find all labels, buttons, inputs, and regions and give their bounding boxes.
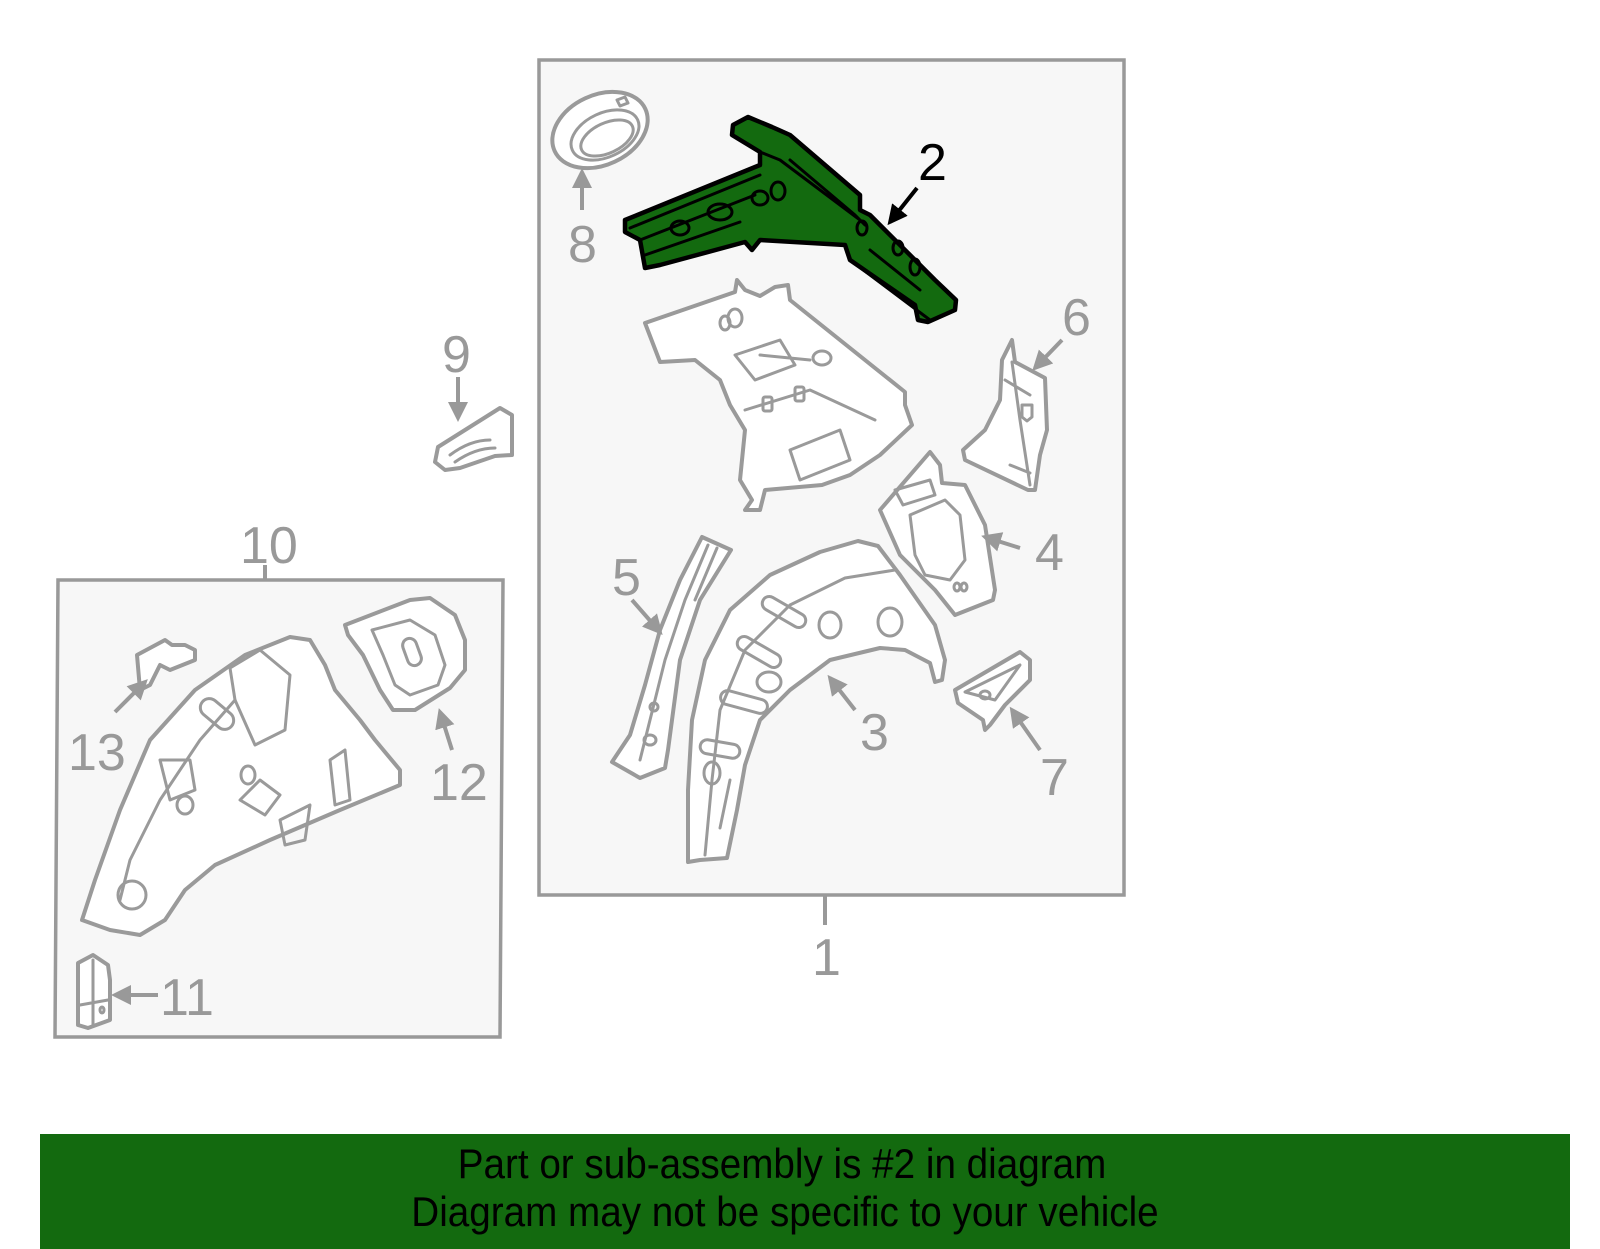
part-13-clip[interactable]: 13 [68, 638, 197, 782]
callout-1[interactable]: 1 [812, 929, 841, 987]
callout-9[interactable]: 9 [442, 326, 471, 384]
callout-4[interactable]: 4 [1035, 524, 1064, 582]
part-10-wheelhouse-inner[interactable] [80, 635, 402, 937]
callout-2[interactable]: 2 [918, 134, 947, 192]
callout-7[interactable]: 7 [1040, 749, 1069, 807]
part-12-bracket[interactable]: 12 [343, 596, 488, 812]
callout-12[interactable]: 12 [430, 754, 488, 812]
banner-disclaimer-text: Diagram may not be specific to your vehi… [411, 1188, 1159, 1235]
info-banner: Part or sub-assembly is #2 in diagram Di… [40, 1134, 1570, 1249]
part-9-block[interactable]: 9 [433, 326, 514, 472]
callout-3[interactable]: 3 [860, 704, 889, 762]
part-5-pillar[interactable]: 5 [610, 535, 733, 780]
part-6-bracket[interactable]: 6 [961, 289, 1091, 492]
part-3-wheelhouse-outer[interactable]: 3 [686, 539, 947, 864]
callout-13[interactable]: 13 [68, 724, 126, 782]
callout-5[interactable]: 5 [612, 549, 641, 607]
part-2-rail-highlighted[interactable]: 2 [622, 114, 959, 325]
callout-8[interactable]: 8 [568, 216, 597, 274]
banner-part-text: Part or sub-assembly is #2 in diagram [457, 1140, 1107, 1187]
callout-11[interactable]: 11 [160, 969, 214, 1027]
callout-10[interactable]: 10 [240, 517, 298, 575]
part-8-grommet[interactable]: 8 [540, 77, 660, 274]
part-inner-panel-upper[interactable] [643, 278, 914, 512]
part-4-panel[interactable]: 4 [878, 450, 1064, 617]
part-11-block[interactable]: 11 [76, 953, 214, 1030]
part-7-bracket[interactable]: 7 [953, 650, 1069, 807]
callout-6[interactable]: 6 [1062, 289, 1091, 347]
